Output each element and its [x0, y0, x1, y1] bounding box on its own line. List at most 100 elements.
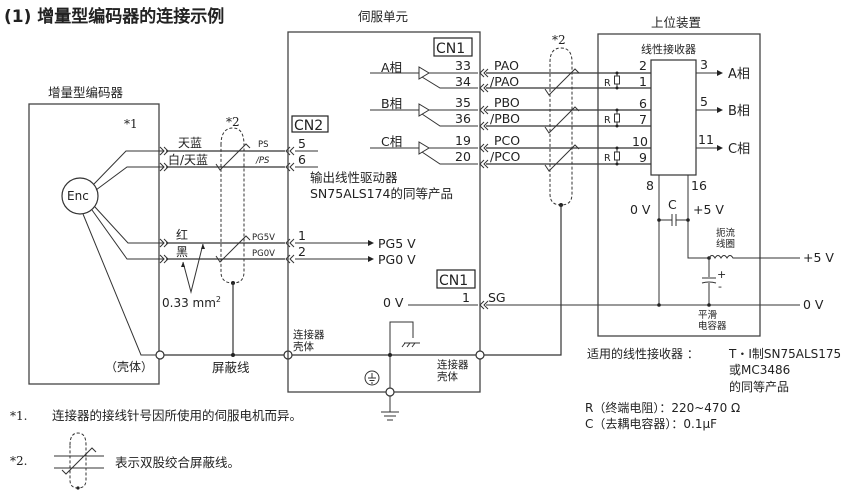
gnd-label: 0 V: [630, 202, 651, 217]
wire-size-pointer: [182, 243, 204, 294]
twist-mark: [544, 106, 580, 134]
choke-label-1: 扼流: [716, 227, 736, 239]
pg0v-output: PG0 V: [378, 252, 416, 267]
cn1-label-bottom: CN1: [439, 273, 468, 289]
cn1-pin-36: 36: [455, 111, 471, 126]
minus-sign: -: [718, 280, 722, 293]
pin-16: 16: [691, 178, 707, 193]
driver-out-inv: [421, 151, 478, 165]
arrow-head: [717, 70, 723, 151]
cn2-pin-6: 6: [298, 152, 306, 167]
signal-ps: PS: [258, 140, 269, 150]
signal-npao: /PAO: [490, 74, 519, 89]
conn-case-right-2: 壳体: [437, 370, 458, 383]
r-label: R: [604, 153, 611, 164]
smooth-label-2: 电容器: [698, 320, 727, 332]
signal-nps: /PS: [255, 156, 270, 166]
shield-junction: [231, 353, 235, 357]
phase-a-label: A相: [381, 60, 402, 75]
termination-resistor: R: [604, 108, 620, 128]
footnote-2-mark: *2.: [10, 454, 27, 468]
case-label: （壳体）: [105, 360, 153, 374]
conn-case-left-1: 连接器: [293, 328, 325, 341]
cn1-pin-34: 34: [455, 74, 471, 89]
rx-pin-7: 7: [639, 112, 647, 127]
driver-label-2: SN75ALS174的同等产品: [310, 186, 453, 201]
cn1-label-box: [433, 37, 473, 57]
phase-b-label: B相: [381, 96, 402, 111]
signal-npco: /PCO: [490, 149, 520, 164]
rx-out-pin-3: 3: [700, 57, 708, 72]
driver-buffer-icon: [418, 103, 430, 117]
encoder-block: 增量型编码器 *1 Enc （壳体）: [28, 85, 164, 385]
plus-sign: +: [717, 268, 726, 281]
encoder-cable: 天蓝 白/天蓝 红 黑 PS /PS PG5V PG0V *2 0.33 mm2…: [155, 115, 295, 375]
connector-chevron: [285, 146, 295, 156]
note-mark-1: *1: [124, 117, 138, 131]
footnotes: *1. 连接器的接线针号因所使用的伺服电机而异。 *2. 表示双股绞合屏蔽线。: [10, 408, 302, 490]
earth-symbol: [368, 373, 376, 384]
driver-out-inv: [421, 76, 478, 89]
spec-receiver-value-2: 或MC3486: [729, 363, 790, 377]
footnote-2-text: 表示双股绞合屏蔽线。: [115, 455, 240, 470]
host-device: 上位装置 线性接收器 R R R 2 1 6 7 10 9: [597, 15, 834, 337]
termination-resistor: R: [604, 71, 620, 90]
shield-label: 屏蔽线: [212, 360, 250, 375]
rx-out-pin-11: 11: [698, 132, 714, 147]
sg-pin: 1: [462, 290, 470, 305]
cn2-pin-1: 1: [298, 228, 306, 243]
driver-buffer-icon: [418, 141, 430, 155]
cn1-pin-19: 19: [455, 133, 471, 148]
cn1-label-box: [436, 269, 476, 289]
zero-v-label: 0 V: [383, 295, 404, 310]
cn1-pin-35: 35: [455, 95, 471, 110]
spec-resistor: R（终端电阻）：220~470 Ω: [585, 400, 740, 415]
encoder-circle: [61, 177, 99, 215]
smooth-label-1: 平滑: [698, 310, 718, 321]
enc-label: Enc: [67, 189, 89, 203]
r-label: R: [604, 78, 611, 89]
termination-resistor: R: [604, 146, 620, 166]
output-c-phase: C相: [728, 142, 750, 157]
wire-size: 0.33 mm2: [162, 295, 221, 310]
rx-pin-10: 10: [632, 134, 648, 149]
wire-label-black: 黑: [176, 245, 188, 259]
encoder-box: [28, 103, 160, 385]
ext-zero-v-label: 0 V: [803, 297, 824, 312]
wire-label-sky-blue: 天蓝: [178, 136, 202, 150]
signal-pco: PCO: [494, 133, 520, 148]
rx-pin-1: 1: [639, 74, 647, 89]
case-terminal: [155, 350, 165, 360]
spec-receiver-value-1: T・I制SN75ALS175: [728, 347, 841, 361]
signal-pg5v: PG5V: [252, 233, 275, 243]
output-a-phase: A相: [728, 67, 750, 82]
servo-title: 伺服单元: [358, 9, 408, 24]
spec-receiver-value-3: 的同等产品: [729, 379, 789, 394]
wire-case: [82, 213, 160, 356]
rx-pin-2: 2: [639, 58, 647, 73]
servo-unit: 伺服单元 CN2 5 6 1 2 PG5 V PG0 V 输出线性驱动器 SN7…: [287, 9, 485, 421]
driver-label-1: 输出线性驱动器: [310, 170, 398, 185]
shield-mark: *2: [226, 115, 240, 129]
host-cable: PAO /PAO PBO /PBO PCO /PCO SG *2: [479, 33, 800, 356]
spec-capacitor: C（去耦电容器）：0.1μF: [585, 416, 717, 431]
junction: [686, 218, 690, 222]
conn-case-right-1: 连接器: [437, 358, 469, 371]
rx-out-pin-5: 5: [700, 94, 708, 109]
frame-ground-icon: [401, 342, 420, 348]
connector-chevron: [479, 68, 489, 78]
connector-chevron: [285, 238, 295, 248]
driver-buffer-icon: [418, 66, 430, 80]
shield-mark: *2: [552, 33, 566, 47]
wire-label-red: 红: [176, 227, 188, 242]
junction: [657, 303, 661, 307]
pin-8: 8: [646, 178, 654, 193]
junction: [657, 218, 661, 222]
r-label: R: [604, 115, 611, 126]
ground-terminal: [385, 387, 395, 397]
wire-label-white-sky-blue: 白/天蓝: [168, 152, 208, 167]
pg5v-output: PG5 V: [378, 236, 416, 251]
twist-mark: [215, 143, 251, 171]
receiver-chip: [650, 59, 697, 176]
connector-chevron: [479, 105, 489, 115]
